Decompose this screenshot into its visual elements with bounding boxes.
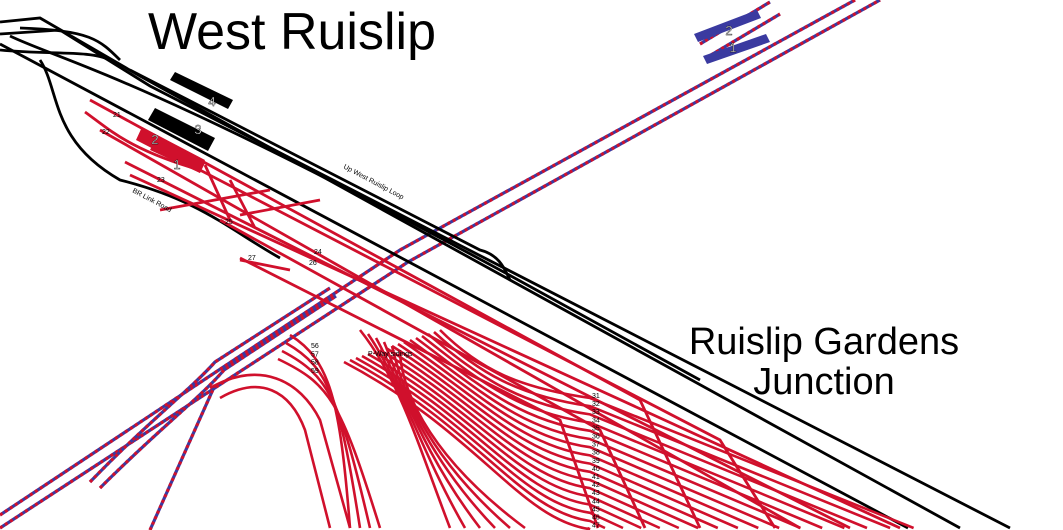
platform-number: 4 bbox=[208, 94, 215, 109]
siding-label-58: 58 bbox=[311, 360, 319, 367]
siding-track bbox=[228, 179, 257, 229]
pway-siding-58 bbox=[281, 349, 372, 529]
pway-siding bbox=[382, 341, 496, 529]
fan-siding-34 bbox=[421, 334, 845, 530]
mainline-track bbox=[129, 68, 512, 281]
fan-siding-39 bbox=[391, 344, 739, 530]
fan-siding-40 bbox=[385, 346, 719, 530]
siding-label-38: 38 bbox=[592, 450, 600, 457]
central-platform-number: 2 bbox=[725, 23, 732, 38]
central-track-stripe bbox=[148, 384, 217, 530]
mainline-track bbox=[0, 48, 111, 62]
siding-label-40: 40 bbox=[592, 466, 600, 473]
fan-siding-42 bbox=[373, 350, 680, 530]
pway-sidings-label: P-Way sidings bbox=[368, 351, 413, 358]
siding-track bbox=[124, 160, 851, 530]
mainline-track bbox=[0, 42, 909, 530]
siding-label-46: 46 bbox=[592, 515, 600, 522]
fan-siding-33 bbox=[427, 333, 868, 530]
fan-siding-38 bbox=[397, 342, 759, 530]
fan-siding-36 bbox=[409, 338, 802, 530]
siding-label-43: 43 bbox=[592, 490, 600, 497]
central-track bbox=[0, 0, 881, 530]
pway-siding bbox=[398, 349, 526, 530]
siding-label-47: 47 bbox=[592, 523, 600, 530]
siding-label-35: 35 bbox=[592, 425, 600, 432]
siding-label-33: 33 bbox=[592, 409, 600, 416]
siding-label-37: 37 bbox=[592, 442, 600, 449]
siding-track bbox=[219, 218, 647, 529]
fan-siding-37 bbox=[403, 340, 780, 530]
siding-label-44: 44 bbox=[592, 498, 600, 505]
siding-label-22: 22 bbox=[102, 129, 110, 136]
central-platform-2 bbox=[694, 10, 761, 42]
central-track bbox=[0, 0, 856, 517]
fan-siding-31 bbox=[439, 329, 915, 530]
junction-title: Ruislip Gardens Junction bbox=[684, 322, 964, 402]
platform-number: 1 bbox=[173, 157, 180, 172]
fan-siding-35 bbox=[415, 336, 823, 530]
siding-label-27: 27 bbox=[248, 255, 256, 262]
siding-label-39: 39 bbox=[592, 458, 600, 465]
pway-siding bbox=[366, 333, 467, 529]
siding-track bbox=[129, 173, 901, 530]
fan-siding-47 bbox=[343, 360, 591, 530]
central-track-stripe bbox=[88, 286, 331, 484]
siding-label-32: 32 bbox=[592, 401, 600, 408]
siding-track bbox=[159, 188, 271, 212]
siding-label-57: 57 bbox=[311, 351, 319, 358]
central-platform-1 bbox=[703, 34, 770, 64]
siding-track bbox=[239, 256, 600, 529]
central-track-stripe bbox=[699, 0, 771, 46]
siding-label-45: 45 bbox=[592, 506, 600, 513]
platform-1 bbox=[150, 140, 205, 173]
junction-title-line1: Ruislip Gardens bbox=[688, 321, 960, 363]
pway-siding bbox=[390, 345, 511, 529]
central-track-stripe bbox=[98, 294, 337, 490]
platform-3 bbox=[148, 108, 215, 151]
pway-siding-59 bbox=[277, 357, 382, 529]
siding-label-36: 36 bbox=[592, 434, 600, 441]
platform-number: 3 bbox=[194, 122, 201, 137]
siding-track bbox=[203, 164, 232, 221]
siding-track bbox=[239, 258, 291, 272]
mainline-track bbox=[38, 59, 281, 260]
pway-siding bbox=[374, 337, 482, 529]
central-track-stripe bbox=[0, 0, 881, 530]
siding-label-42: 42 bbox=[592, 482, 600, 489]
central-platform-number: 1 bbox=[729, 40, 736, 55]
mainline-track bbox=[0, 16, 961, 530]
junction-title-line2: Junction bbox=[753, 361, 895, 403]
mainline-track bbox=[9, 34, 701, 382]
fan-siding-41 bbox=[379, 348, 699, 530]
siding-label-26: 26 bbox=[309, 260, 317, 267]
siding-label-41: 41 bbox=[592, 474, 600, 481]
station-title: West Ruislip bbox=[148, 3, 437, 61]
pway-siding bbox=[358, 329, 452, 529]
mainline-tracks bbox=[0, 16, 1011, 530]
siding-track bbox=[209, 373, 352, 529]
mainline-track bbox=[19, 26, 121, 61]
siding-track bbox=[239, 198, 321, 217]
siding-label-31: 31 bbox=[592, 393, 600, 400]
platform-number: 2 bbox=[151, 132, 158, 147]
depot-sidings bbox=[84, 98, 915, 530]
siding-label-23: 23 bbox=[157, 177, 165, 184]
fan-siding-32 bbox=[433, 331, 891, 530]
siding-label-24: 24 bbox=[314, 249, 322, 256]
siding-label-34: 34 bbox=[592, 417, 600, 424]
siding-label-21: 21 bbox=[113, 112, 121, 119]
platform-4 bbox=[170, 72, 233, 109]
fan-siding-43 bbox=[367, 352, 661, 530]
siding-label-25: 25 bbox=[225, 219, 233, 226]
siding-label-56: 56 bbox=[311, 343, 319, 350]
siding-label-59: 59 bbox=[311, 368, 319, 375]
siding-track bbox=[219, 385, 332, 529]
